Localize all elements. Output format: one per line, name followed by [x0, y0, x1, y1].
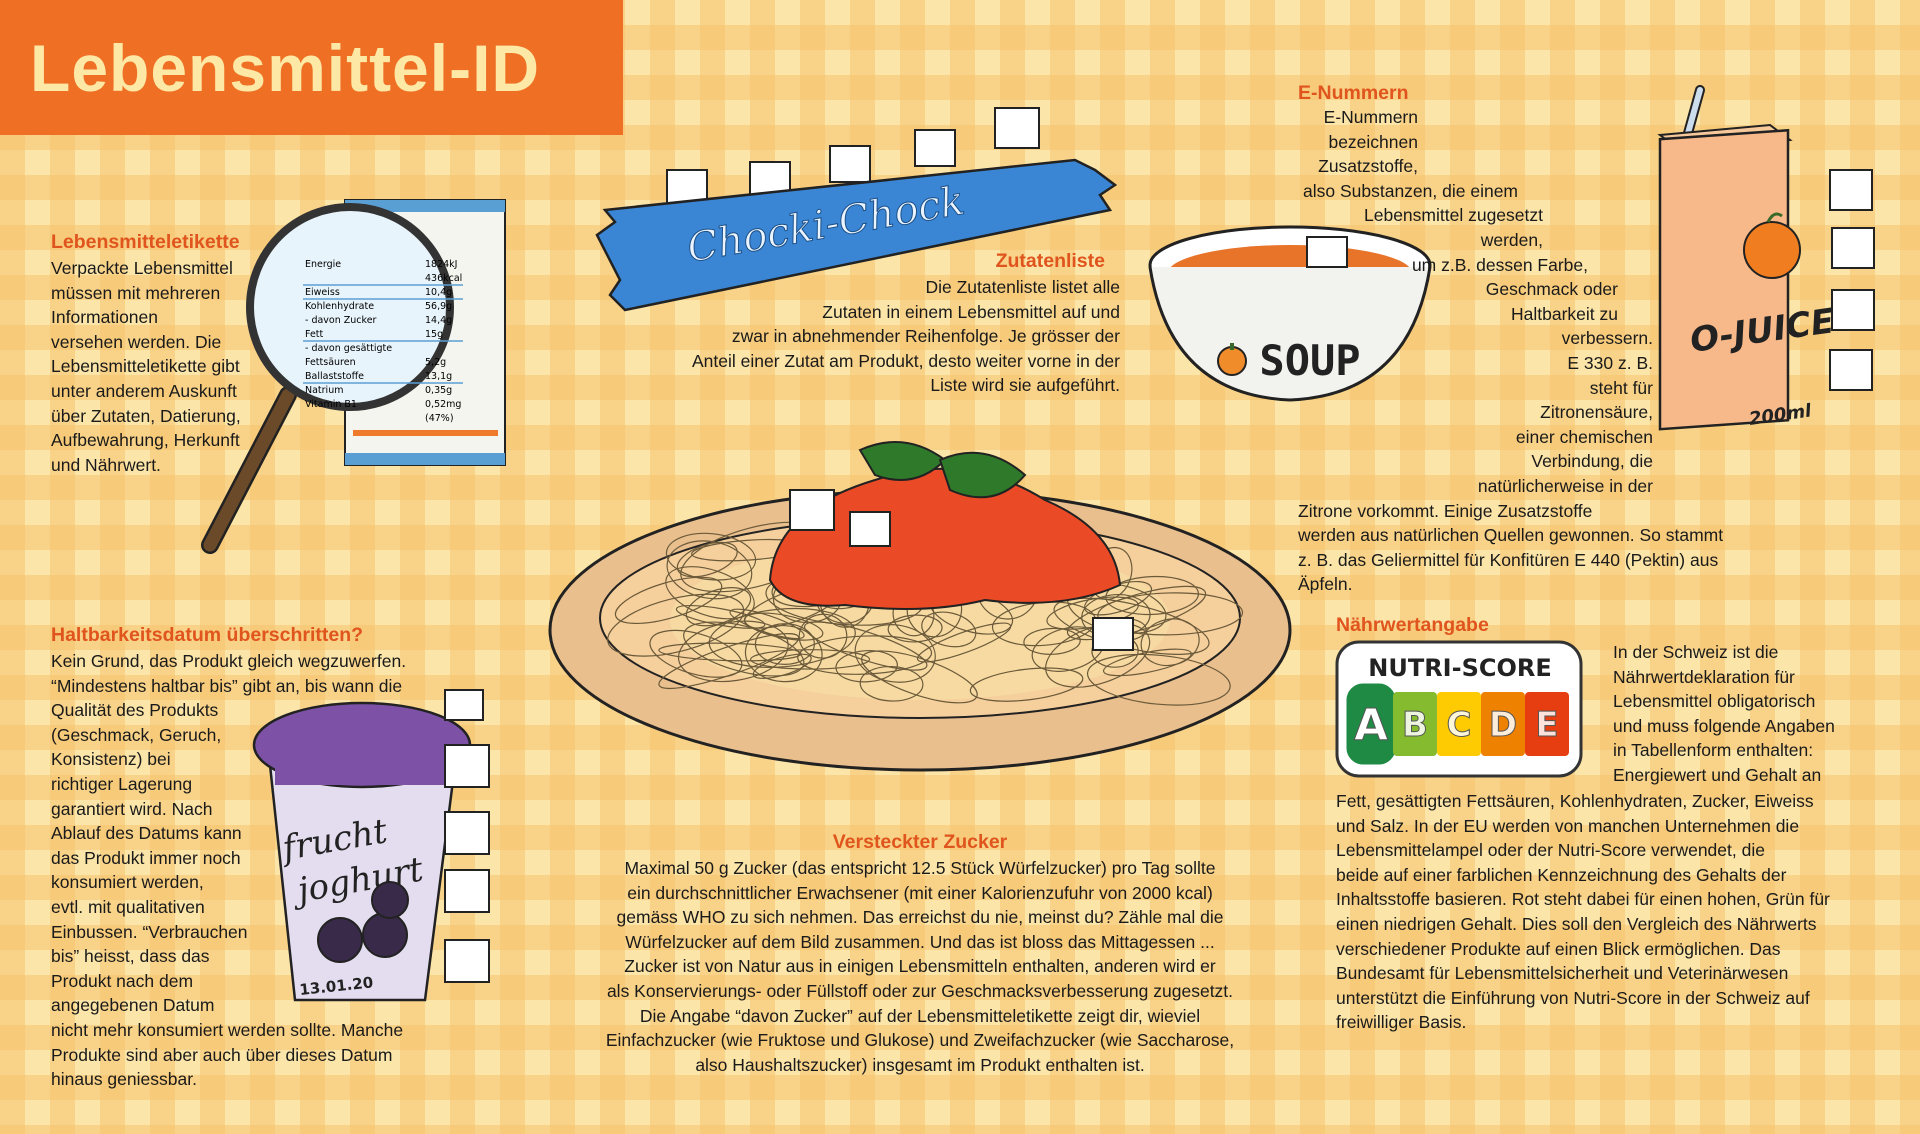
- nutri-grade-box-d: [1481, 692, 1525, 756]
- nutrition-row-label: - davon Zucker: [305, 315, 377, 326]
- section-haltbarkeit: Haltbarkeitsdatum überschritten? Kein Gr…: [51, 624, 471, 1092]
- section-enummern: E-Nummern E-Nummern bezeichnen Zusatzsto…: [1298, 82, 1768, 597]
- heading-naehrwert-wrap: Nährwertangabe: [1336, 614, 1616, 637]
- enummern-line: Verbindung, die: [1531, 451, 1653, 472]
- nutri-grade-c: C: [1447, 705, 1472, 745]
- enummern-line: steht für: [1589, 377, 1653, 398]
- enummern-line: Zitronensäure,: [1540, 402, 1653, 423]
- heading-naehrwert: Nährwertangabe: [1336, 614, 1489, 636]
- heading-zutaten: Zutatenliste: [995, 250, 1105, 272]
- nutrition-row-value: 56,9g: [425, 301, 452, 312]
- nutrition-row-label: Energie: [305, 259, 341, 270]
- nutri-grade-box-e: [1525, 692, 1569, 756]
- nutrition-row-label: Vitamin B1: [305, 399, 357, 410]
- nutrition-row-value: 15g: [425, 329, 443, 340]
- nutrition-row-label: Eiweiss: [305, 287, 340, 298]
- enummern-line: also Substanzen, die einem: [1303, 180, 1518, 201]
- enummern-line: um z.B. dessen Farbe,: [1411, 254, 1588, 275]
- section-zucker: Versteckter Zucker Maximal 50 g Zucker (…: [570, 831, 1270, 1077]
- nutrition-row-label: Natrium: [305, 385, 343, 396]
- nutrition-row-label: Fettsäuren: [305, 357, 356, 368]
- nutrition-row-label: Kohlenhydrate: [305, 301, 374, 312]
- text-zutaten: Die Zutatenliste listet alle Zutaten in …: [692, 277, 1120, 396]
- enummern-line: E 330 z. B.: [1567, 352, 1653, 373]
- enummern-line: Haltbarkeit zu: [1511, 303, 1618, 324]
- juice-carton-illustration: O-JUICE 200ml: [1657, 85, 1875, 431]
- enummern-line: natürlicherweise in der: [1477, 475, 1653, 496]
- nutrition-row-value: 5,2g: [425, 357, 446, 368]
- nutri-grade-box-b: [1393, 692, 1437, 756]
- heading-enummern: E-Nummern: [1298, 82, 1409, 104]
- enummern-line: verbessern.: [1561, 328, 1653, 349]
- enummern-line: einer chemischen: [1515, 426, 1653, 447]
- nutrition-row-value: 13,1g: [425, 371, 452, 382]
- nutri-grade-a: A: [1354, 700, 1388, 751]
- nutrition-row-label: Ballaststoffe: [305, 371, 364, 382]
- sugar-cube: [444, 689, 490, 983]
- nutri-score-title: NUTRI-SCORE: [1368, 654, 1552, 682]
- nutrition-row-value: 1824kJ: [425, 259, 457, 270]
- enummern-line: Äpfeln.: [1298, 574, 1353, 595]
- heading-zucker: Versteckter Zucker: [832, 831, 1008, 853]
- candy-bar-illustration: Chocki-Chock: [595, 107, 1118, 312]
- enummern-line: z. B. das Geliermittel für Konfitüren E …: [1298, 549, 1719, 570]
- enummern-line: werden aus natürlichen Quellen gewonnen.…: [1298, 525, 1724, 546]
- sugar-cube: [1829, 169, 1875, 391]
- heading-etikette: Lebensmitteletikette: [51, 231, 240, 253]
- nutri-grade-b: B: [1402, 705, 1428, 745]
- enummern-line: Lebensmittel zugesetzt werden,: [1364, 205, 1543, 250]
- nutrition-row-value: 436kcal: [425, 273, 462, 284]
- nutri-grade-box-c: [1437, 692, 1481, 756]
- text-enummern: E-Nummern bezeichnen Zusatzstoffe, also S…: [1298, 105, 1768, 597]
- yoghurt-illustration: frucht joghurt 13.01.20: [252, 689, 490, 1002]
- soup-bowl-illustration: SOUP: [1148, 225, 1432, 402]
- soup-label: SOUP: [1259, 336, 1360, 385]
- text-zucker: Maximal 50 g Zucker (das entspricht 12.5…: [605, 858, 1235, 1075]
- section-etikette: Lebensmitteletikette Verpackte Lebensmit…: [51, 231, 291, 477]
- enummern-line: Geschmack oder: [1485, 279, 1618, 300]
- nutri-grade-d: D: [1489, 705, 1517, 745]
- heading-haltbarkeit: Haltbarkeitsdatum überschritten?: [51, 624, 364, 646]
- nutrition-row-value: 10,4g: [425, 287, 452, 298]
- sugar-cube: [1306, 236, 1348, 268]
- text-naehrwert-top: In der Schweiz ist die Nährwertdeklarati…: [1613, 642, 1835, 785]
- enummern-line: Zitrone vorkommt. Einige Zusatzstoffe: [1298, 500, 1593, 521]
- sugar-cube: [789, 489, 1134, 651]
- text-haltbarkeit: Kein Grund, das Produkt gleich wegzuwerf…: [51, 651, 407, 1090]
- text-etikette: Verpackte Lebensmittel müssen mit mehrer…: [51, 258, 241, 475]
- title-banner: Lebensmittel-ID: [0, 0, 623, 135]
- nutri-grade-e: E: [1535, 705, 1558, 745]
- enummern-line: E-Nummern bezeichnen Zusatzstoffe,: [1318, 107, 1418, 177]
- spaghetti-illustration: [548, 441, 1292, 772]
- section-zutaten: Zutatenliste Die Zutatenliste listet all…: [615, 250, 1120, 398]
- nutrition-row-value: (47%): [425, 413, 454, 424]
- nutrition-row-label: Fett: [305, 329, 324, 340]
- nutrition-row-label: - davon gesättigte: [305, 343, 392, 354]
- nutrition-row-value: 0,52mg: [425, 399, 461, 410]
- page-title: Lebensmittel-ID: [30, 30, 541, 105]
- blackberries: [317, 881, 409, 963]
- nutrition-row-value: 14,4g: [425, 315, 452, 326]
- text-naehrwert-bottom: Fett, gesättigten Fettsäuren, Kohlenhydr…: [1336, 791, 1830, 1033]
- nutrition-row-value: 0,35g: [425, 385, 452, 396]
